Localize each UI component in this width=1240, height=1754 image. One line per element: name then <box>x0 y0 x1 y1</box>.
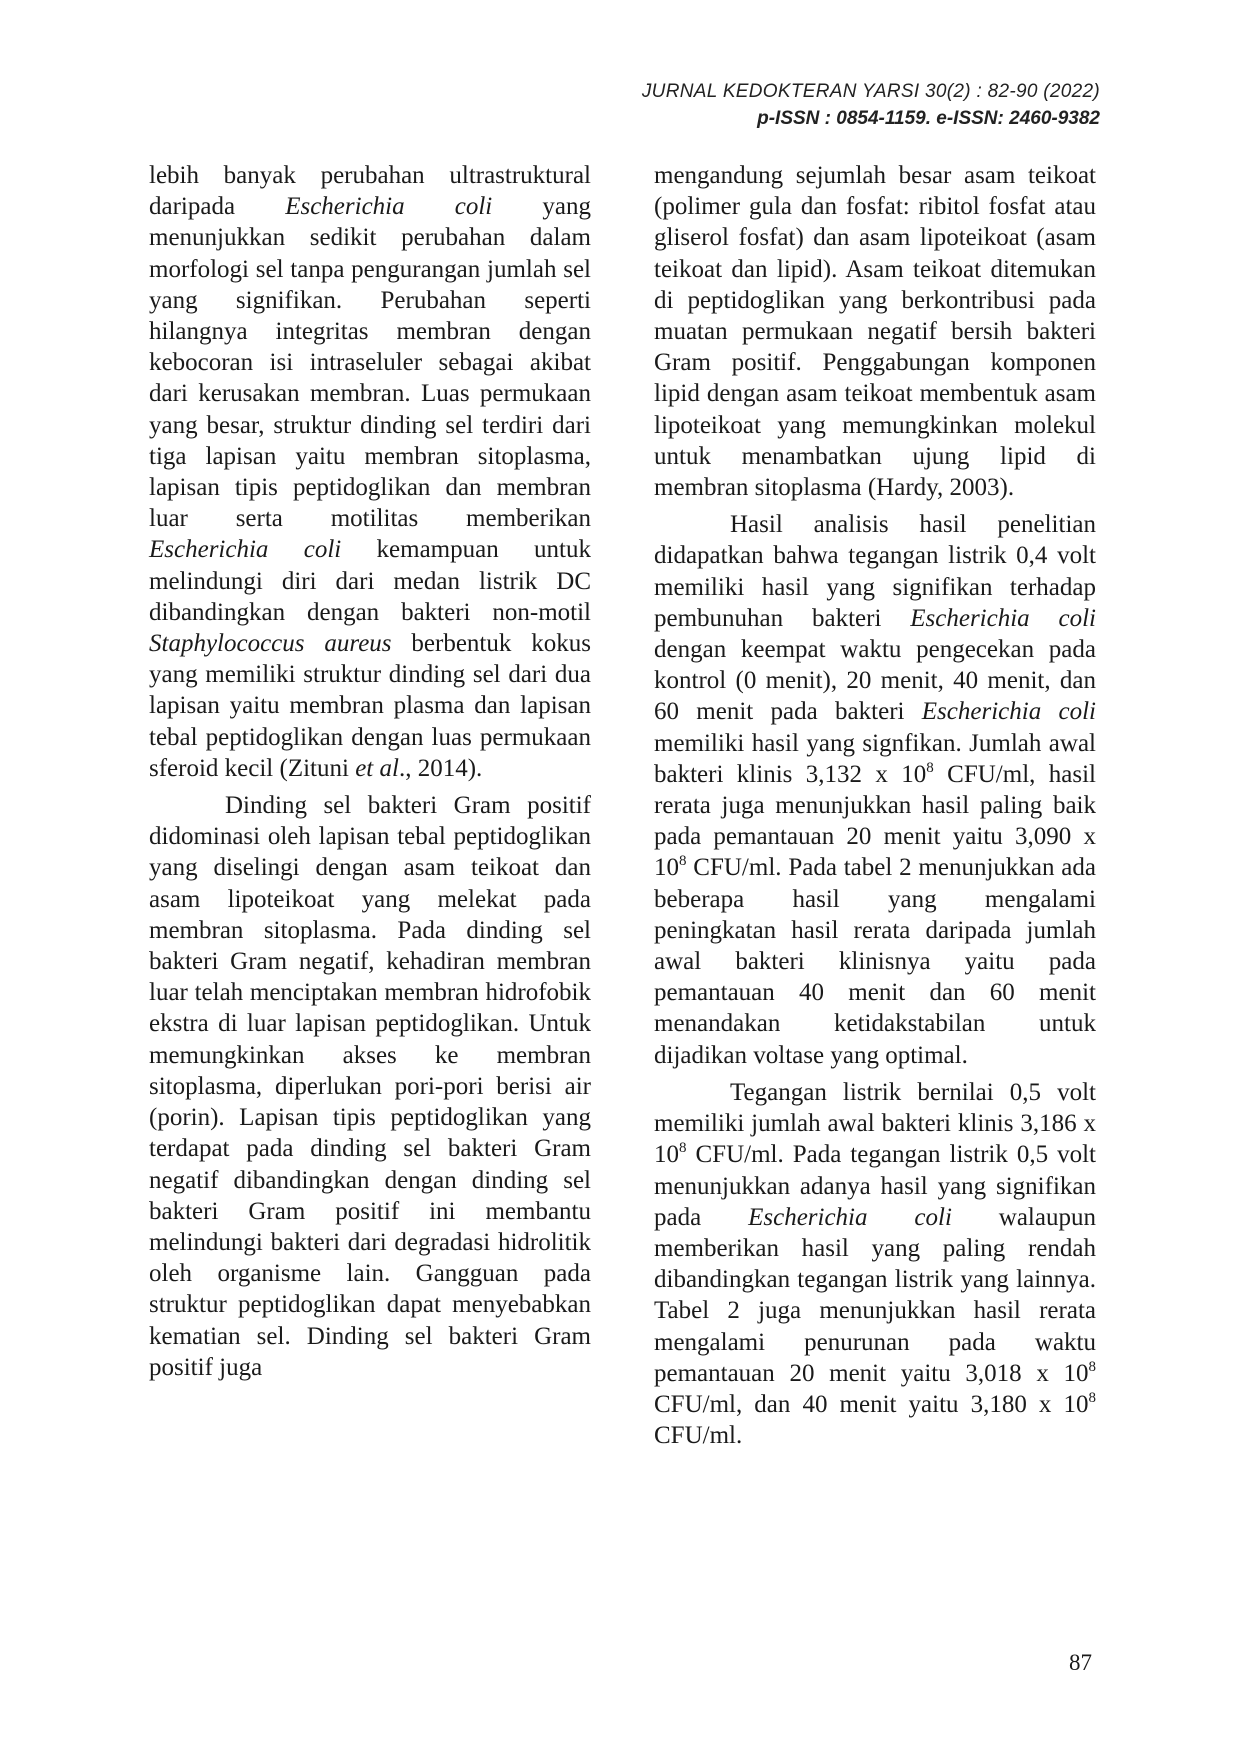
running-header: JURNAL KEDOKTERAN YARSI 30(2) : 82-90 (2… <box>642 78 1100 132</box>
paragraph-right-3: Tegangan listrik bernilai 0,5 volt memil… <box>654 1077 1096 1451</box>
exponent: 8 <box>1088 1358 1097 1375</box>
text-run: kemampuan untuk melindungi diri dari med… <box>149 536 591 626</box>
text-run: Tegangan listrik bernilai 0,5 volt memil… <box>654 1078 1096 1169</box>
species-name: Escherichia coli <box>910 604 1096 632</box>
species-name: Escherichia coli <box>149 536 342 564</box>
text-run: yang menunjukkan sedikit perubahan dalam… <box>149 193 591 533</box>
citation-et-al: et al <box>355 754 399 782</box>
text-run: CFU/ml, dan 40 menit yaitu 3,180 x 10 <box>654 1390 1089 1418</box>
text-run: lebih banyak perubahan ultrastruktural d… <box>149 162 591 221</box>
text-run: Hasil analisis hasil penelitian didapatk… <box>654 511 1096 632</box>
species-name: Escherichia coli <box>285 193 493 221</box>
text-run: memiliki hasil yang signfikan. Jumlah aw… <box>654 729 1096 788</box>
page-number: 87 <box>1069 1650 1092 1675</box>
exponent: 8 <box>679 1140 687 1157</box>
right-column: mengandung sejumlah besar asam teikoat (… <box>654 160 1096 1457</box>
text-run: ., 2014). <box>398 754 483 782</box>
paragraph-left-2: Dinding sel bakteri Gram positif didomin… <box>149 792 591 1381</box>
text-run: CFU/ml. Pada tabel 2 menunjukkan ada beb… <box>654 854 1096 1069</box>
species-name: Escherichia coli <box>921 698 1096 726</box>
paragraph-right-2: Hasil analisis hasil penelitian didapatk… <box>654 509 1096 1071</box>
text-run: berbentuk kokus yang memiliki struktur d… <box>149 630 591 782</box>
journal-issn: p-ISSN : 0854-1159. e-ISSN: 2460-9382 <box>757 108 1100 129</box>
exponent: 8 <box>926 759 934 776</box>
text-run: CFU/ml. Pada tegangan listrik 0,5 volt m… <box>654 1141 1096 1231</box>
text-run: walaupun memberikan hasil yang paling re… <box>654 1203 1096 1387</box>
journal-citation: JURNAL KEDOKTERAN YARSI 30(2) : 82-90 (2… <box>641 81 1100 102</box>
text-run: dengan keempat waktu pengecekan pada kon… <box>654 636 1096 726</box>
species-name: Staphylococcus aureus <box>149 630 392 658</box>
text-run: CFU/ml, hasil rerata juga menunjukkan ha… <box>654 760 1096 882</box>
left-column: lebih banyak perubahan ultrastruktural d… <box>149 160 591 1389</box>
text-run: CFU/ml. <box>654 1422 743 1450</box>
species-name: Escherichia coli <box>748 1203 952 1231</box>
paragraph-left-1: lebih banyak perubahan ultrastruktural d… <box>149 160 591 784</box>
exponent: 8 <box>679 853 687 870</box>
exponent: 8 <box>1088 1389 1097 1406</box>
paragraph-right-1: mengandung sejumlah besar asam teikoat (… <box>654 162 1096 502</box>
